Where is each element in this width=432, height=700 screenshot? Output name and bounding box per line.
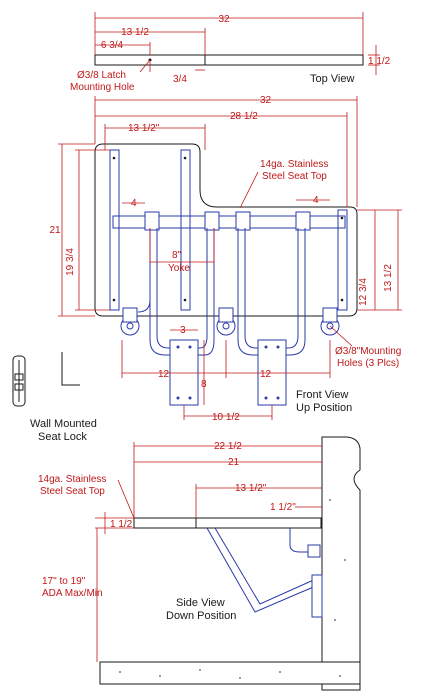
dim-front-yoke: 8" bbox=[172, 250, 182, 261]
side-leg bbox=[206, 527, 319, 613]
mounting-callout-2: Holes (3 Plcs) bbox=[337, 358, 399, 369]
dim-front-12-right: 12 bbox=[260, 369, 272, 380]
ada-callout-2: ADA Max/Min bbox=[42, 588, 103, 599]
side-seat-callout-2: Steel Seat Top bbox=[40, 486, 105, 497]
dim-top-0-75: 3/4 bbox=[173, 74, 187, 85]
seat-lock-label-2: Seat Lock bbox=[38, 431, 87, 443]
front-seat-outline bbox=[94, 143, 358, 317]
dim-front-12-75: 12 3/4 bbox=[358, 278, 369, 306]
right-leg bbox=[297, 228, 306, 300]
side-seat bbox=[133, 517, 322, 529]
mounting-callout-1: Ø3/8"Mounting bbox=[335, 346, 401, 357]
dim-front-32: 32 bbox=[260, 95, 272, 106]
seat-lock-bracket bbox=[61, 352, 80, 386]
cross-bar bbox=[112, 215, 346, 229]
latch-callout-1: Ø3/8 Latch bbox=[77, 70, 126, 81]
top-view-label: Top View bbox=[310, 73, 354, 85]
side-seat-callout-1: 14ga. Stainless bbox=[38, 474, 106, 485]
dim-front-13-5: 13 1/2" bbox=[128, 123, 160, 134]
side-view-label-1: Side View bbox=[176, 597, 225, 609]
dim-front-4-left: 4 bbox=[131, 198, 137, 209]
dim-front-4-right: 4 bbox=[313, 195, 319, 206]
side-view-label-2: Down Position bbox=[166, 610, 236, 622]
right-rail bbox=[337, 209, 348, 311]
seat-lock-plate bbox=[12, 355, 26, 407]
front-dim-lines bbox=[58, 96, 402, 420]
ada-callout-1: 17" to 19" bbox=[42, 576, 86, 587]
top-view: 32 13 1/2 6 3/4 3/4 1 1/2 Ø3/8 Latch Mou… bbox=[70, 12, 391, 93]
dim-side-22-5: 22 1/2 bbox=[214, 441, 242, 452]
dim-front-21: 21 bbox=[49, 225, 61, 236]
dim-front-8: 8 bbox=[201, 379, 207, 390]
seat-top-callout-2: Steel Seat Top bbox=[262, 171, 327, 182]
dim-side-13-5: 13 1/2" bbox=[235, 483, 267, 494]
left-rail bbox=[109, 149, 120, 311]
dim-front-12-left: 12 bbox=[158, 369, 170, 380]
latch-callout-2: Mounting Hole bbox=[70, 82, 135, 93]
wall-plate-left bbox=[169, 339, 199, 406]
top-dim-lines bbox=[94, 12, 380, 75]
dim-top-1-5: 1 1/2 bbox=[368, 56, 391, 67]
front-view-label-1: Front View bbox=[296, 389, 348, 401]
seat-lock: Wall Mounted Seat Lock bbox=[12, 352, 97, 443]
dim-side-21: 21 bbox=[228, 457, 240, 468]
front-view: 32 28 1/2 13 1/2" 21 19 3/4 4 4 8" Yoke … bbox=[49, 95, 402, 423]
top-view-seat bbox=[94, 54, 364, 66]
seat-top-callout-1: 14ga. Stainless bbox=[260, 159, 328, 170]
dim-front-19-75: 19 3/4 bbox=[65, 248, 76, 276]
yoke-label: Yoke bbox=[168, 263, 190, 274]
dim-front-13-5-right: 13 1/2 bbox=[383, 264, 394, 292]
floor bbox=[99, 661, 361, 685]
center-rail bbox=[180, 149, 191, 311]
pivots bbox=[120, 307, 340, 336]
side-view: 22 1/2 21 13 1/2" 1 1/2" 1 1/2 14ga. Sta… bbox=[38, 436, 361, 691]
dim-top-13-5: 13 1/2 bbox=[121, 27, 149, 38]
dim-side-1-5-right: 1 1/2" bbox=[270, 502, 296, 513]
side-dim-lines bbox=[95, 442, 322, 662]
dim-top-6-75: 6 3/4 bbox=[101, 40, 124, 51]
wall bbox=[321, 436, 361, 691]
dim-top-32: 32 bbox=[218, 14, 230, 25]
dim-front-28-5: 28 1/2 bbox=[230, 111, 258, 122]
wall-plate-right bbox=[257, 339, 287, 406]
front-view-label-2: Up Position bbox=[296, 402, 352, 414]
dim-front-10-5: 10 1/2 bbox=[212, 412, 240, 423]
left-leg bbox=[137, 228, 158, 313]
dim-front-3: 3 bbox=[180, 325, 186, 336]
dim-side-1-5-left: 1 1/2 bbox=[110, 519, 133, 530]
seat-lock-label-1: Wall Mounted bbox=[30, 418, 97, 430]
